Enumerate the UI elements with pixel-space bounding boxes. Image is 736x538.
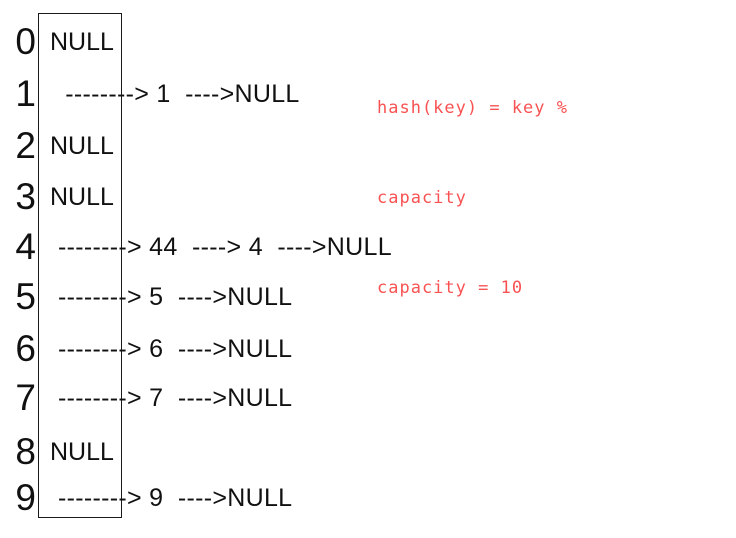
bucket-chain-text: --------> 5 ---->NULL — [58, 282, 293, 311]
bucket-row-9: 9 --------> 9 ---->NULL — [0, 478, 292, 518]
bucket-null-label: NULL — [50, 131, 114, 160]
bucket-null-label: NULL — [50, 27, 114, 56]
bucket-index: 0 — [15, 21, 36, 62]
bucket-row-3: 3 NULL — [0, 177, 114, 217]
bucket-chain-text: --------> 9 ---->NULL — [58, 483, 293, 512]
formula-line-3: capacity = 10 — [377, 278, 524, 298]
bucket-index: 1 — [15, 73, 36, 114]
bucket-index: 2 — [15, 125, 36, 166]
formula-line-2: capacity — [377, 188, 467, 208]
bucket-chain-text: --------> 1 ---->NULL — [58, 79, 300, 108]
bucket-chain-text: --------> 6 ---->NULL — [58, 334, 293, 363]
bucket-index: 9 — [15, 477, 36, 518]
bucket-index: 6 — [15, 328, 36, 369]
bucket-index: 8 — [15, 431, 36, 472]
bucket-row-8: 8 NULL — [0, 432, 114, 472]
bucket-row-0: 0 NULL — [0, 22, 114, 62]
bucket-chain-text: --------> 44 ----> 4 ---->NULL — [58, 232, 392, 261]
bucket-row-1: 1 --------> 1 ---->NULL — [0, 74, 300, 114]
formula-line-1: hash(key) = key % — [377, 98, 568, 118]
bucket-index: 5 — [15, 276, 36, 317]
bucket-row-2: 2 NULL — [0, 126, 114, 166]
bucket-null-label: NULL — [50, 437, 114, 466]
bucket-index: 7 — [15, 377, 36, 418]
bucket-row-5: 5 --------> 5 ---->NULL — [0, 277, 292, 317]
bucket-index: 3 — [15, 176, 36, 217]
bucket-chain-text: --------> 7 ---->NULL — [58, 383, 293, 412]
bucket-index: 4 — [15, 226, 36, 267]
bucket-row-4: 4 --------> 44 ----> 4 ---->NULL — [0, 227, 392, 267]
bucket-null-label: NULL — [50, 182, 114, 211]
bucket-row-7: 7 --------> 7 ---->NULL — [0, 378, 292, 418]
bucket-row-6: 6 --------> 6 ---->NULL — [0, 329, 292, 369]
hash-array-box — [38, 13, 122, 518]
hash-formula-annotation: hash(key) = key % capacity capacity = 10 — [377, 33, 568, 363]
